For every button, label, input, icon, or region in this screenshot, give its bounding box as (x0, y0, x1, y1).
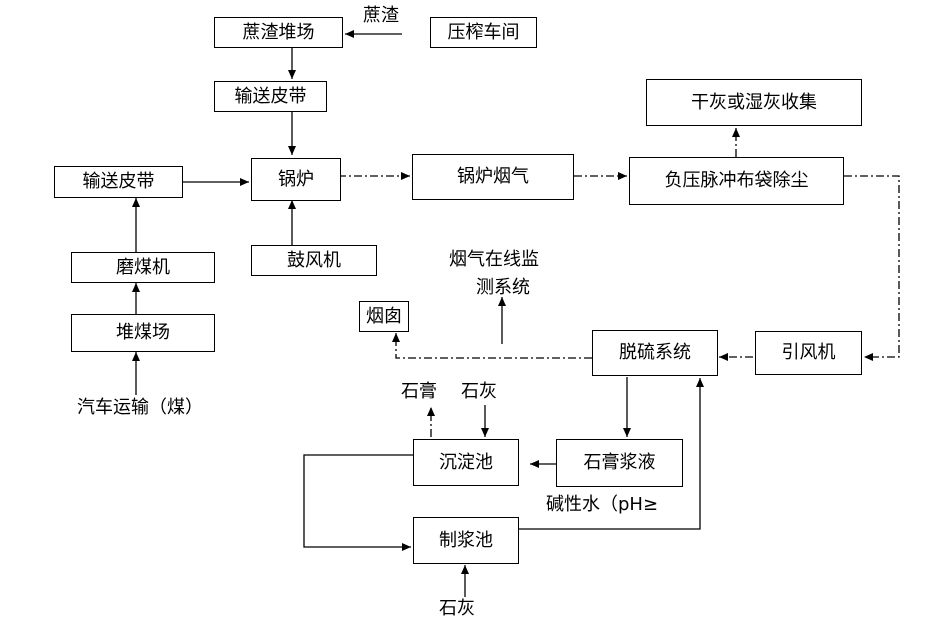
chimney-box: 烟囱 (359, 301, 409, 332)
coal-mill-box: 磨煤机 (71, 252, 215, 283)
press-workshop-box: 压榨车间 (430, 17, 537, 48)
conveyor-left-box: 输送皮带 (54, 166, 183, 198)
bagasse-yard-box: 蔗渣堆场 (214, 17, 343, 48)
alkaline-water-label: 碱性水（pH≥ (546, 494, 659, 515)
settling-pond-box: 沉淀池 (413, 439, 519, 486)
arrow-settling-to-slurry-pond (303, 454, 413, 551)
gypsum-output-label: 石膏 (401, 381, 437, 402)
desulfurization-box: 脱硫系统 (592, 330, 718, 376)
cems-label-line1: 烟气在线监 (449, 249, 539, 270)
blower-box: 鼓风机 (251, 245, 377, 276)
cems-label-line2: 测系统 (476, 277, 530, 298)
slurry-pond-box: 制浆池 (413, 517, 519, 564)
gypsum-slurry-box: 石膏浆液 (556, 439, 683, 487)
dash-desulf-to-chimney (392, 333, 592, 359)
bag-filter-box: 负压脉冲布袋除尘 (629, 157, 844, 205)
dash-bagfilter-to-fan (844, 175, 900, 361)
flue-gas-box: 锅炉烟气 (412, 154, 574, 200)
bagasse-label: 蔗渣 (363, 5, 399, 26)
conveyor-top-box: 输送皮带 (214, 81, 327, 112)
coal-yard-box: 堆煤场 (71, 314, 215, 352)
boiler-box: 锅炉 (251, 158, 341, 201)
arrow-alkaline-water-to-desulf (519, 378, 704, 530)
truck-transport-label: 汽车运输（煤） (77, 397, 203, 418)
lime-input-label-bottom: 石灰 (439, 598, 475, 619)
ash-collection-box: 干灰或湿灰收集 (646, 79, 862, 126)
lime-input-label-top: 石灰 (461, 381, 497, 402)
induced-fan-box: 引风机 (755, 331, 862, 375)
